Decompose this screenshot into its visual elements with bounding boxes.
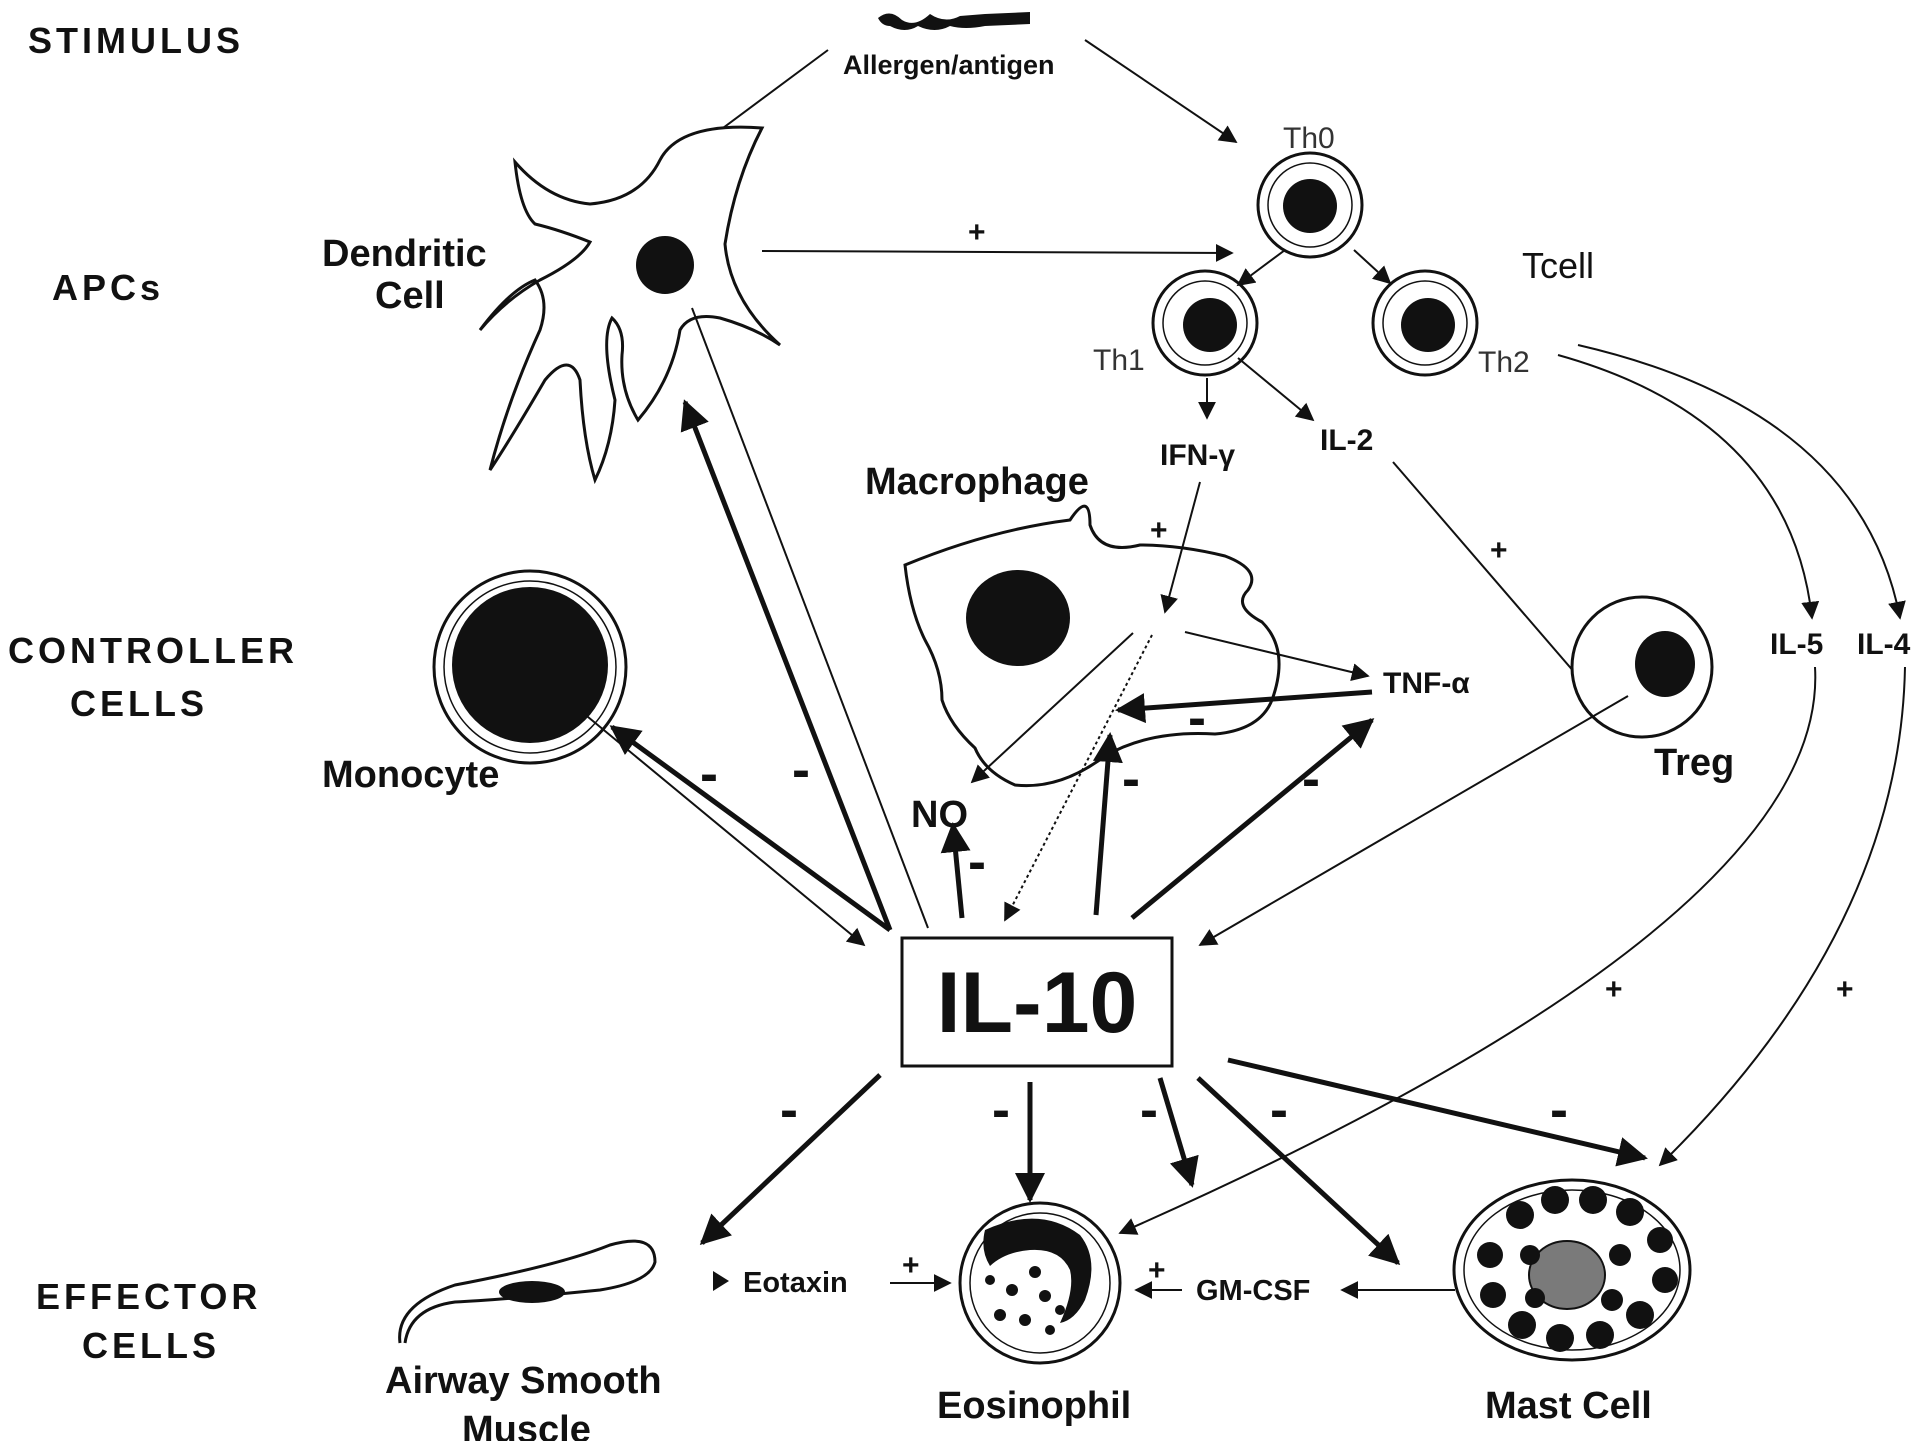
il5-label: IL-5 bbox=[1770, 628, 1823, 661]
macrophage-to-tnf-arrow bbox=[1184, 631, 1370, 681]
gmcsf-label: GM-CSF bbox=[1196, 1275, 1310, 1307]
dendritic-cell bbox=[478, 125, 782, 485]
allergen-label: Allergen/antigen bbox=[843, 50, 1055, 80]
macrophage-label: Macrophage bbox=[865, 461, 1089, 503]
dendritic-cell-label-2: Cell bbox=[375, 275, 445, 317]
no-label: NO bbox=[911, 794, 968, 836]
row-label-effector-cells: CELLS bbox=[82, 1325, 220, 1366]
il2-label: IL-2 bbox=[1320, 424, 1373, 457]
plus-sign-gmcsf: + bbox=[1148, 1254, 1166, 1287]
row-label-controller-cells: CELLS bbox=[70, 683, 208, 724]
eotaxin-label: Eotaxin bbox=[743, 1267, 848, 1299]
minus-sign-monocyte: - bbox=[700, 744, 718, 804]
minus-sign-no: - bbox=[968, 832, 986, 892]
eosinophil-label: Eosinophil bbox=[937, 1385, 1131, 1427]
plus-sign-dendritic-th0: + bbox=[968, 216, 986, 249]
row-label-controller: CONTROLLER bbox=[8, 630, 298, 671]
il10-inhibition-arrows bbox=[581, 307, 1629, 947]
eosinophil-cell bbox=[958, 1201, 1122, 1365]
macrophage-cell bbox=[903, 504, 1281, 788]
th0-differentiation-arrows bbox=[1198, 249, 1392, 422]
monocyte-cell bbox=[432, 569, 628, 765]
il10-effector-arrows bbox=[699, 1057, 1648, 1266]
th0-cell bbox=[1256, 151, 1364, 259]
dendritic-to-th0-arrow bbox=[761, 243, 1234, 262]
row-label-effector: EFFECTOR bbox=[36, 1276, 261, 1317]
monocyte-label: Monocyte bbox=[322, 754, 499, 796]
airway-smooth-muscle-cell bbox=[398, 1239, 657, 1344]
airway-smooth-muscle-label: Airway Smooth bbox=[385, 1360, 662, 1402]
plus-sign-eotaxin: + bbox=[902, 1249, 920, 1282]
plus-sign-il2-treg: + bbox=[1490, 534, 1508, 567]
il2-to-treg-arrow bbox=[1392, 461, 1602, 704]
dendritic-cell-label: Dendritic bbox=[322, 233, 487, 275]
th2-label: Th2 bbox=[1478, 346, 1530, 379]
plus-sign-il5: + bbox=[1605, 973, 1623, 1006]
macrophage-to-no-arrow bbox=[970, 632, 1134, 784]
dendritic-nucleus bbox=[636, 236, 694, 294]
minus-sign-macrophage: - bbox=[1122, 749, 1140, 809]
eotaxin-arrowhead-icon bbox=[713, 1271, 729, 1291]
treg-label: Treg bbox=[1654, 742, 1734, 784]
th2-cell bbox=[1371, 269, 1479, 377]
plus-sign-il4: + bbox=[1836, 973, 1854, 1006]
th0-label: Th0 bbox=[1283, 122, 1335, 155]
il4-label: IL-4 bbox=[1857, 628, 1911, 661]
airway-smooth-muscle-label-2: Muscle bbox=[462, 1409, 591, 1441]
row-label-stimulus: STIMULUS bbox=[28, 20, 244, 61]
minus-sign-mast: - bbox=[1270, 1080, 1288, 1140]
tnf-alpha-label: TNF-α bbox=[1383, 667, 1470, 700]
minus-sign-tnf-2: - bbox=[1302, 749, 1320, 809]
minus-sign-eosinophil-2: - bbox=[1140, 1080, 1158, 1140]
treg-cell bbox=[1570, 595, 1714, 739]
th1-label: Th1 bbox=[1093, 344, 1145, 377]
macrophage-nucleus bbox=[966, 570, 1070, 666]
minus-sign-mast-2: - bbox=[1550, 1080, 1568, 1140]
mast-cell bbox=[1452, 1178, 1692, 1362]
il10-label: IL-10 bbox=[937, 955, 1138, 1051]
tcell-label: Tcell bbox=[1522, 245, 1594, 286]
minus-sign-tnf: - bbox=[1188, 688, 1206, 748]
th2-cytokine-arrows bbox=[1557, 344, 1906, 620]
allergen-icon bbox=[878, 12, 1030, 30]
th1-cell bbox=[1151, 269, 1259, 377]
il10-box bbox=[900, 936, 1174, 1068]
il5-il4-arrows bbox=[1118, 666, 1906, 1235]
mast-cell-label: Mast Cell bbox=[1485, 1385, 1652, 1427]
ifn-gamma-label: IFN-γ bbox=[1160, 439, 1235, 472]
minus-sign-eosinophil: - bbox=[992, 1080, 1010, 1140]
ifn-to-macrophage-arrow bbox=[1160, 481, 1201, 614]
minus-sign-airway: - bbox=[780, 1080, 798, 1140]
minus-sign-dendritic: - bbox=[792, 740, 810, 800]
plus-sign-ifn-macrophage: + bbox=[1150, 514, 1168, 547]
row-label-apcs: APCs bbox=[52, 267, 164, 308]
